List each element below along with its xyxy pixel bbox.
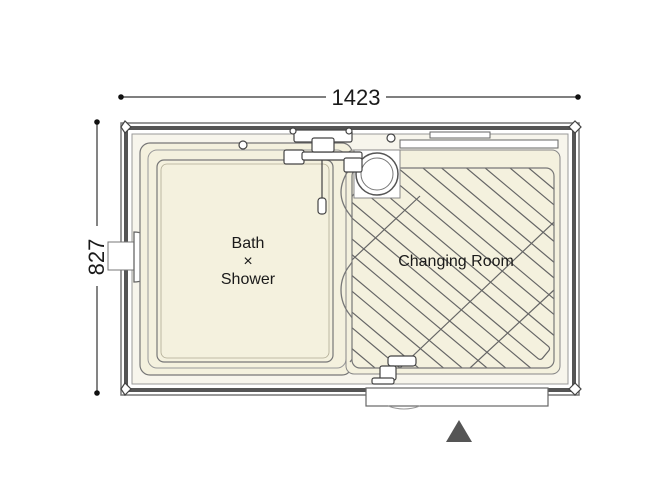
depth-label: 827 — [84, 239, 109, 276]
changing-room-label: Changing Room — [398, 253, 514, 270]
depth-dimension: 827 — [84, 119, 110, 396]
drain — [353, 149, 401, 199]
bath-label-line2: × — [243, 253, 252, 270]
width-label: 1423 — [332, 85, 381, 110]
triangle-up-icon — [446, 420, 472, 442]
floor-grating — [352, 168, 554, 368]
shower-faucet — [238, 127, 396, 215]
bath-label-line3: Shower — [221, 271, 276, 288]
sink-faucet — [371, 355, 417, 385]
bath-label-line1: Bath — [232, 235, 265, 252]
wall-shelf — [399, 131, 559, 149]
bath-area — [139, 142, 353, 376]
width-dimension: 1423 — [118, 84, 581, 110]
entrance-door — [365, 387, 549, 410]
